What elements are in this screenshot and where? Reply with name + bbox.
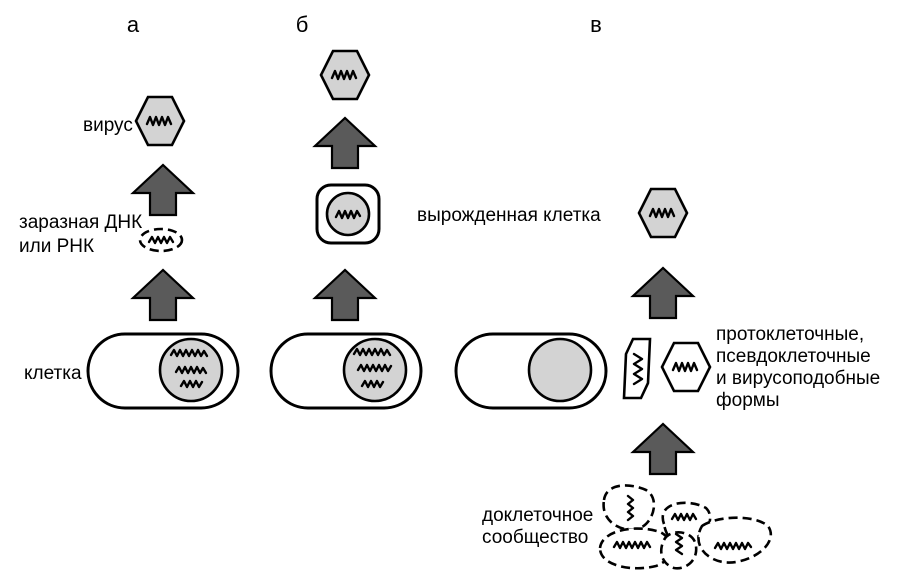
degenerate-cell-label: вырожденная клетка <box>417 205 601 226</box>
forms-label-line1: протоклеточные, <box>716 324 864 345</box>
virus-label: вирус <box>83 115 133 136</box>
arrow-up-icon <box>313 268 377 322</box>
panel-c: в протоклеточные, псевдоклеточные и виру… <box>454 12 880 570</box>
forms-label-line3: и вирусоподобные <box>716 368 880 389</box>
virus-like-form-icon <box>660 341 712 393</box>
panel-b-letter: б <box>296 12 309 37</box>
forms-label-line4: формы <box>716 390 780 411</box>
panel-a-letter: а <box>127 12 140 37</box>
panel-b: б вырожденная клетка <box>269 12 601 410</box>
precellular-community-icon <box>598 484 773 570</box>
cell-icon <box>454 332 608 410</box>
cell-icon <box>86 332 240 410</box>
community-label-line1: доклеточное <box>482 505 593 526</box>
protocell-form-icon <box>622 337 652 400</box>
forms-label-line2: псевдоклеточные <box>716 346 871 367</box>
arrow-up-icon <box>131 268 195 322</box>
panel-c-letter: в <box>590 12 602 37</box>
infectious-nucleic-acid-icon <box>138 227 184 253</box>
infectious-dna-label-line1: заразная ДНК <box>19 212 142 233</box>
virus-icon <box>134 95 186 147</box>
arrow-up-icon <box>631 422 695 476</box>
community-label-line2: сообщество <box>482 527 588 548</box>
arrow-up-icon <box>131 163 195 217</box>
infectious-dna-label-line2: или РНК <box>19 236 94 257</box>
cell-icon <box>269 332 423 410</box>
arrow-up-icon <box>631 266 695 320</box>
panel-a: а вирус заразная ДНК или РНК клетка <box>19 12 240 410</box>
virus-icon <box>319 49 371 101</box>
arrow-up-icon <box>313 116 377 170</box>
cell-label: клетка <box>24 363 82 384</box>
degenerate-cell-icon <box>315 183 381 245</box>
virus-icon <box>637 187 689 239</box>
